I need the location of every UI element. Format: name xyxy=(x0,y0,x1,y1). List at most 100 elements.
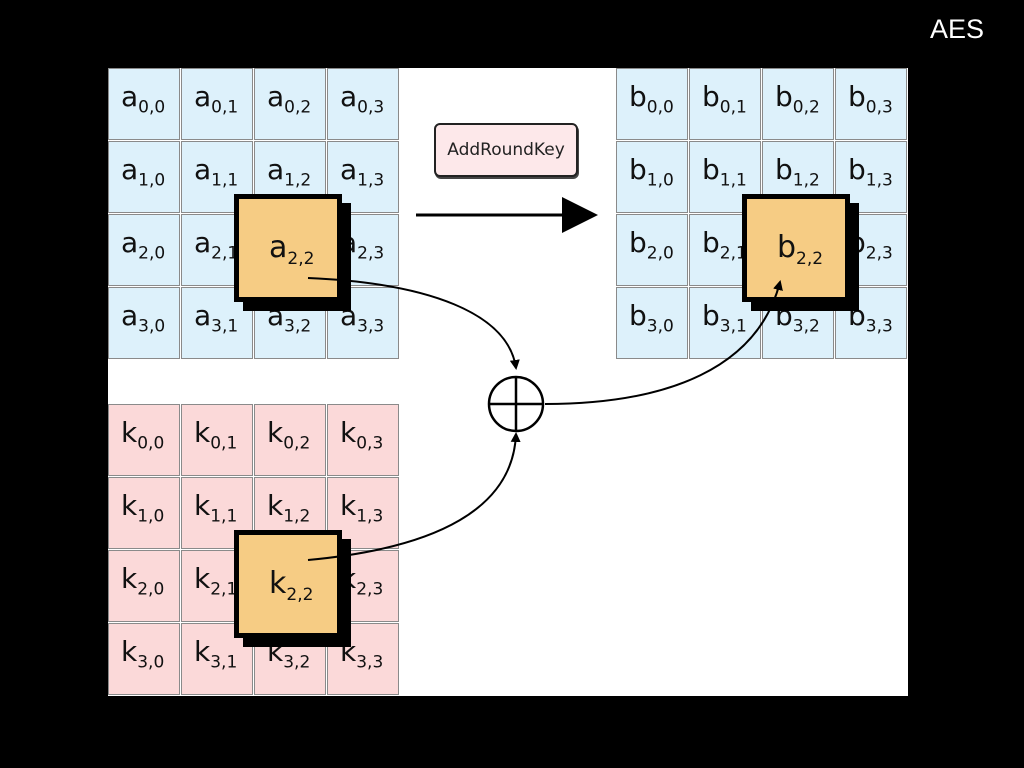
input-state-cell-0-0: a0,0 xyxy=(108,68,180,140)
output-state-cell-0-1: b0,1 xyxy=(689,68,761,140)
output-state-cell-letter: b xyxy=(629,299,647,332)
output-state-cell-index: 2,1 xyxy=(719,243,747,264)
output-state-cell-letter: b xyxy=(775,299,793,332)
input-state-cell-2-0: a2,0 xyxy=(108,214,180,286)
output-state-cell-letter: b xyxy=(702,299,720,332)
output-state-cell-index: 0,3 xyxy=(865,97,893,118)
input-state-cell-letter: a xyxy=(194,153,212,186)
output-state-cell-index: 0,1 xyxy=(719,97,747,118)
output-state-cell-letter: b xyxy=(629,153,647,186)
round-key-cell-0-1: k0,1 xyxy=(181,404,253,476)
round-key-cell-index: 0,2 xyxy=(283,433,311,454)
input-state-cell-letter: a xyxy=(267,299,285,332)
input-state-cell-0-2: a0,2 xyxy=(254,68,326,140)
input-state-highlighted-letter: a xyxy=(269,230,288,265)
round-key-cell-3-0: k3,0 xyxy=(108,623,180,695)
input-state-cell-letter: a xyxy=(121,299,139,332)
input-state-cell-index: 1,0 xyxy=(138,170,166,191)
output-state-cell-letter: b xyxy=(629,80,647,113)
round-key-cell-letter: k xyxy=(340,635,357,668)
input-state-highlighted-element: a2,2 xyxy=(234,194,342,302)
xor-to-output-connector xyxy=(544,280,783,405)
round-key-cell-index: 0,0 xyxy=(137,433,165,454)
input-state-cell-3-1: a3,1 xyxy=(181,287,253,359)
output-state-cell-1-0: b1,0 xyxy=(616,141,688,213)
output-state-cell-index: 1,3 xyxy=(865,170,893,191)
output-state-highlighted-letter: b xyxy=(777,230,797,265)
input-state-cell-letter: a xyxy=(194,299,212,332)
output-state-cell-letter: b xyxy=(702,80,720,113)
input-state-cell-index: 2,0 xyxy=(138,243,166,264)
round-key-cell-letter: k xyxy=(267,489,284,522)
output-state-highlighted-index: 2,2 xyxy=(796,249,824,269)
output-state-cell-0-3: b0,3 xyxy=(835,68,907,140)
input-state-cell-index: 1,3 xyxy=(357,170,385,191)
input-state-cell-letter: a xyxy=(121,153,139,186)
round-key-cell-index: 0,1 xyxy=(210,433,238,454)
output-state-cell-index: 3,3 xyxy=(865,316,893,337)
input-state-cell-index: 1,1 xyxy=(211,170,239,191)
round-key-cell-letter: k xyxy=(194,562,211,595)
round-key-cell-index: 1,3 xyxy=(356,506,384,527)
round-key-cell-letter: k xyxy=(340,489,357,522)
output-state-cell-index: 1,1 xyxy=(719,170,747,191)
input-state-cell-letter: a xyxy=(194,80,212,113)
output-state-cell-letter: b xyxy=(848,226,866,259)
round-key-cell-2-0: k2,0 xyxy=(108,550,180,622)
output-state-cell-2-0: b2,0 xyxy=(616,214,688,286)
input-state-cell-index: 0,0 xyxy=(138,97,166,118)
input-state-cell-letter: a xyxy=(340,299,358,332)
round-key-cell-0-2: k0,2 xyxy=(254,404,326,476)
output-state-cell-letter: b xyxy=(848,80,866,113)
input-state-cell-letter: a xyxy=(121,226,139,259)
round-key-cell-index: 2,3 xyxy=(356,579,384,600)
round-key-cell-3-1: k3,1 xyxy=(181,623,253,695)
output-state-cell-3-0: b3,0 xyxy=(616,287,688,359)
output-state-cell-0-2: b0,2 xyxy=(762,68,834,140)
output-state-cell-letter: b xyxy=(775,80,793,113)
round-key-cell-index: 3,1 xyxy=(210,652,238,673)
round-key-cell-index: 3,0 xyxy=(137,652,165,673)
input-state-cell-letter: a xyxy=(340,80,358,113)
output-state-cell-index: 3,0 xyxy=(646,316,674,337)
slide-title: AES xyxy=(929,14,984,44)
round-key-cell-letter: k xyxy=(121,416,138,449)
input-state-cell-index: 3,1 xyxy=(211,316,239,337)
output-state-cell-letter: b xyxy=(702,153,720,186)
diagram-connectors xyxy=(307,197,783,561)
output-state-cell-3-1: b3,1 xyxy=(689,287,761,359)
round-key-cell-1-0: k1,0 xyxy=(108,477,180,549)
output-state-cell-index: 3,2 xyxy=(792,316,820,337)
round-key-cell-0-0: k0,0 xyxy=(108,404,180,476)
round-key-cell-letter: k xyxy=(121,562,138,595)
input-state-highlighted-index: 2,2 xyxy=(287,249,315,269)
round-key-cell-index: 2,0 xyxy=(137,579,165,600)
round-key-cell-index: 0,3 xyxy=(356,433,384,454)
round-key-cell-letter: k xyxy=(340,562,357,595)
round-key-cell-letter: k xyxy=(121,489,138,522)
input-state-cell-letter: a xyxy=(267,80,285,113)
transform-arrow-icon xyxy=(416,197,598,233)
output-state-cell-letter: b xyxy=(848,153,866,186)
round-key-cell-letter: k xyxy=(194,416,211,449)
key-to-xor-connector xyxy=(307,432,521,561)
input-state-cell-index: 1,2 xyxy=(284,170,312,191)
xor-circle-plus-icon xyxy=(487,375,545,433)
input-state-cell-0-1: a0,1 xyxy=(181,68,253,140)
round-key-highlighted-index: 2,2 xyxy=(286,585,314,605)
input-state-cell-index: 2,1 xyxy=(211,243,239,264)
input-state-cell-index: 0,2 xyxy=(284,97,312,118)
output-state-cell-index: 1,2 xyxy=(792,170,820,191)
input-state-cell-index: 0,3 xyxy=(357,97,385,118)
input-state-cell-letter: a xyxy=(267,153,285,186)
input-state-cell-letter: a xyxy=(340,153,358,186)
input-state-cell-letter: a xyxy=(194,226,212,259)
output-state-cell-index: 0,0 xyxy=(646,97,674,118)
round-key-cell-index: 2,1 xyxy=(210,579,238,600)
output-state-highlighted-element: b2,2 xyxy=(742,194,850,302)
add-round-key-label: AddRoundKey xyxy=(434,123,578,177)
round-key-cell-index: 1,1 xyxy=(210,506,238,527)
